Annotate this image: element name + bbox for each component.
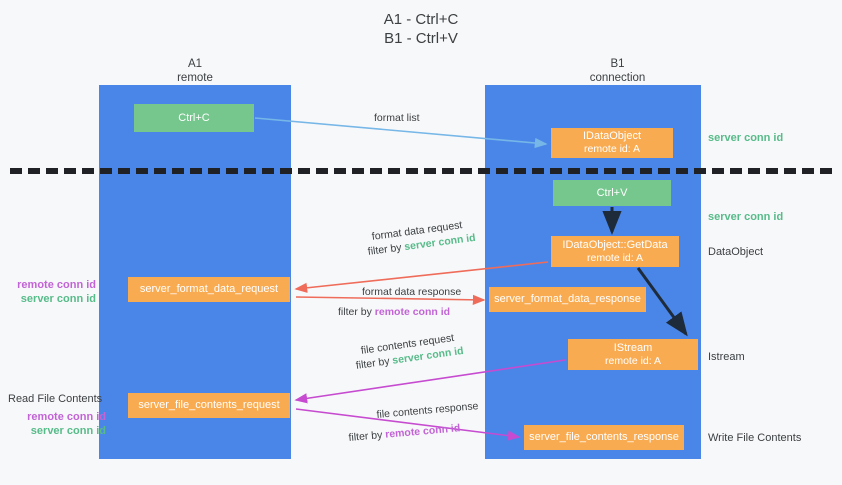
edge-label-format-data-response: format data response (362, 286, 462, 298)
lane-b1-subtitle: connection (589, 72, 646, 84)
annotation-remote-conn-id-a: remote conn id (17, 279, 96, 291)
node-server-format-data-request-label: server_format_data_request (139, 283, 279, 295)
node-ctrl-c[interactable]: Ctrl+C (134, 104, 254, 132)
node-ctrl-v-label: Ctrl+V (596, 186, 628, 199)
node-server-format-data-response[interactable]: server_format_data_response (489, 287, 646, 312)
annotation-conn-ids-upper: remote conn id server conn id (8, 278, 96, 306)
annotation-server-conn-id-a: server conn id (20, 293, 96, 305)
node-getdata[interactable]: IDataObject::GetData remote id: A (551, 236, 679, 267)
node-ctrl-c-label: Ctrl+C (178, 111, 210, 124)
annotation-write-file-contents: Write File Contents (708, 432, 802, 444)
node-server-file-contents-request-label: server_file_contents_request (138, 399, 280, 411)
edge-file-contents-request (294, 359, 566, 404)
node-server-file-contents-response[interactable]: server_file_contents_response (524, 425, 684, 450)
node-idataobject-label: IDataObject (582, 130, 642, 142)
lane-b1-name: B1 (610, 58, 625, 70)
edge-label-format-list: format list (374, 112, 420, 124)
lane-a1-subtitle: remote (177, 72, 213, 84)
node-server-format-data-response-label: server_format_data_response (494, 293, 641, 305)
node-server-file-contents-request[interactable]: server_file_contents_request (128, 393, 290, 418)
filter-prefix: filter by (338, 306, 375, 318)
annotation-remote-conn-id-b: remote conn id (27, 411, 106, 423)
filter-prefix: filter by (348, 428, 386, 444)
edge-format-list (254, 117, 548, 149)
edge-format-data-request (294, 261, 549, 293)
annotation-istream: Istream (708, 351, 745, 363)
lane-header-b1: B1 connection (540, 57, 695, 85)
node-istream-label: IStream (613, 341, 653, 354)
lane-a1-name: A1 (187, 58, 203, 70)
node-getdata-label: IDataObject::GetData (562, 238, 668, 251)
annotation-dataobject: DataObject (708, 246, 764, 258)
annotation-server-conn-id-b: server conn id (30, 425, 106, 437)
annotation-server-conn-id-mid: server conn id (708, 211, 784, 223)
node-idataobject[interactable]: IDataObject remote id: A (551, 128, 673, 158)
title-line-2: B1 - Ctrl+V (384, 30, 458, 47)
node-ctrl-v[interactable]: Ctrl+V (553, 180, 671, 206)
node-idataobject-remote-id: remote id: A (583, 143, 641, 155)
node-getdata-remote-id: remote id: A (586, 251, 644, 264)
edge-getdata-istream (636, 267, 688, 337)
node-server-file-contents-response-label: server_file_contents_response (529, 431, 679, 443)
title-line-1: A1 - Ctrl+C (383, 11, 459, 28)
page-title: A1 - Ctrl+C B1 - Ctrl+V (0, 10, 842, 48)
filter-value: remote conn id (374, 306, 451, 318)
annotation-read-file-contents: Read File Contents (8, 393, 103, 405)
node-istream-remote-id: remote id: A (604, 354, 662, 367)
edge-format-data-response (295, 294, 486, 305)
edge-label-format-data-response-filter: filter by remote conn id (338, 305, 450, 319)
edge-file-contents-response (295, 408, 521, 441)
annotation-server-conn-id-top: server conn id (708, 132, 784, 144)
node-server-format-data-request[interactable]: server_format_data_request (128, 277, 290, 302)
annotation-conn-ids-lower: remote conn id server conn id (8, 410, 106, 438)
node-istream[interactable]: IStream remote id: A (568, 339, 698, 370)
phase-separator (10, 168, 832, 174)
lane-header-a1: A1 remote (130, 57, 260, 85)
